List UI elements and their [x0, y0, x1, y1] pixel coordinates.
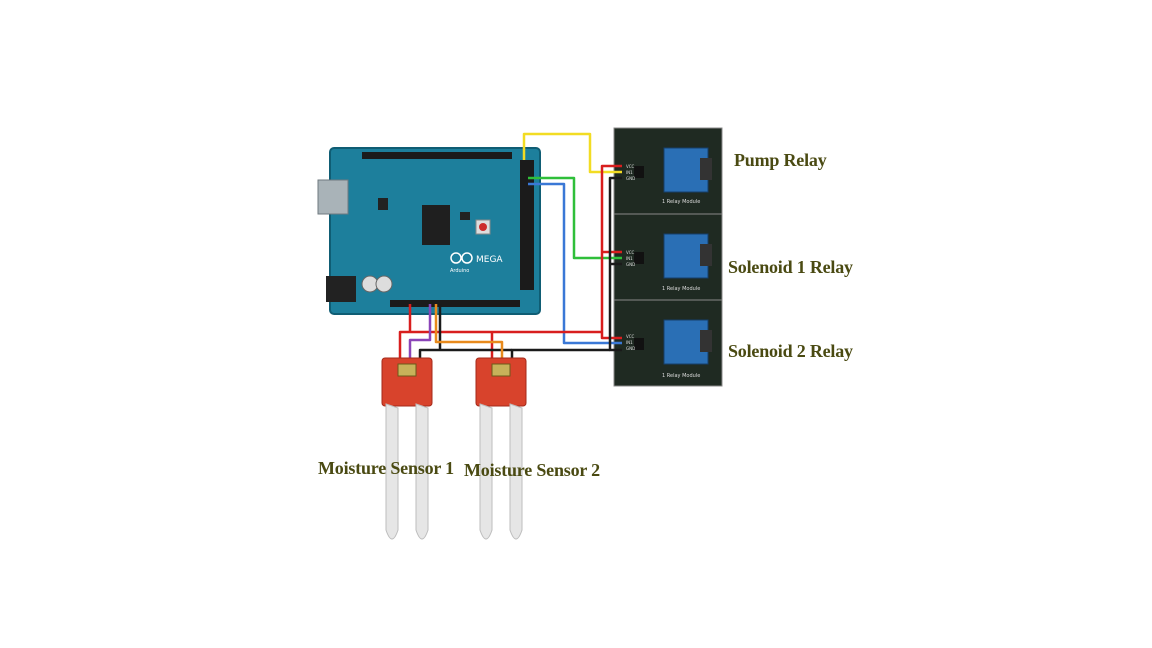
wires: [398, 132, 622, 362]
sensor-pcb: [381, 357, 433, 407]
wire-black-gnd: [510, 348, 610, 362]
pin-label-in1: IN1: [626, 340, 633, 345]
sensor-probe: [509, 403, 523, 540]
wire-purple: [408, 304, 432, 362]
wire-red-vcc: [398, 330, 602, 362]
usb-connector: [317, 179, 349, 215]
pin-label-gnd: GND: [626, 176, 635, 181]
bottom-header: [390, 300, 520, 307]
right-header: [520, 160, 534, 290]
relay-module-pump: VCC IN1 GND 1 Relay Module: [613, 127, 723, 215]
arduino-brand-text: Arduino: [450, 268, 469, 274]
moisture-sensor1-label: Moisture Sensor 1: [318, 458, 454, 478]
arduino-logo-icon: [450, 252, 462, 264]
relay-module-text: 1 Relay Module: [662, 199, 700, 205]
sensor-probe: [479, 403, 493, 540]
solenoid1-relay-label: Solenoid 1 Relay: [728, 257, 853, 277]
pin-label-in1: IN1: [626, 256, 633, 261]
pin-label-gnd: GND: [626, 262, 635, 267]
sensor-probe: [415, 403, 429, 540]
relay-module-text: 1 Relay Module: [662, 373, 700, 379]
wire-blue: [528, 182, 622, 345]
arduino-mega-board: MEGA Arduino: [317, 147, 541, 315]
wire-yellow: [522, 132, 622, 174]
top-header: [362, 152, 512, 159]
mega-text: MEGA: [476, 255, 503, 265]
relay-module-solenoid2: VCC IN1 GND 1 Relay Module: [613, 299, 723, 387]
moisture-sensor-1: [381, 357, 433, 540]
pin-label-vcc: VCC: [626, 334, 635, 339]
moisture-sensor-2: [475, 357, 527, 540]
moisture-sensor2-label: Moisture Sensor 2: [464, 460, 600, 480]
pin-label-in1: IN1: [626, 170, 633, 175]
pump-relay-label: Pump Relay: [734, 150, 827, 170]
pin-label-vcc: VCC: [626, 164, 635, 169]
relay-module-solenoid1: VCC IN1 GND 1 Relay Module: [613, 213, 723, 301]
sensor-pcb: [475, 357, 527, 407]
pin-label-vcc: VCC: [626, 250, 635, 255]
wire-orange: [434, 304, 504, 362]
solenoid2-relay-label: Solenoid 2 Relay: [728, 341, 853, 361]
mcu-chip: [422, 205, 450, 245]
power-jack: [326, 276, 356, 302]
wire-green: [528, 176, 622, 260]
relay-module-text: 1 Relay Module: [662, 286, 700, 292]
sensor-probe: [385, 403, 399, 540]
pin-label-gnd: GND: [626, 346, 635, 351]
